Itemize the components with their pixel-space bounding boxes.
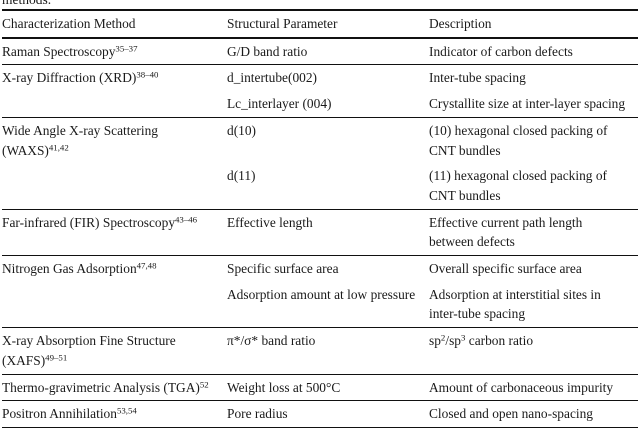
cell-structural-parameter: d_intertube(002) xyxy=(227,64,429,92)
reference-superscript: 52 xyxy=(199,378,209,389)
cell-structural-parameter: d(11) xyxy=(227,168,256,184)
cell-description: Effective current path length between de… xyxy=(429,208,638,256)
table-header: Characterization Method Structural Param… xyxy=(2,9,638,38)
cell-characterization-method: X-ray Absorption Fine Structure (XAFS)49… xyxy=(2,327,227,375)
cell-description: Adsorption at interstitial sites in inte… xyxy=(429,286,601,322)
cell-characterization-method: X-ray Diffraction (XRD)38–40 xyxy=(2,64,227,118)
cell-description: Inter-tube spacing xyxy=(429,64,638,92)
cell-description: Closed and open nano-spacing xyxy=(429,400,638,428)
cell-structural-parameter: Specific surface area xyxy=(227,255,429,282)
cell-structural-parameter: G/D band ratio xyxy=(227,43,308,59)
column-header-description: Description xyxy=(429,9,638,38)
reference-superscript: 35–37 xyxy=(115,43,138,54)
cell-description: Indicator of carbon defects xyxy=(429,43,573,59)
table-row: Adsorption amount at low pressure Adsorpt… xyxy=(2,282,638,328)
cell-structural-parameter: π*/σ* band ratio xyxy=(227,327,429,375)
reference-superscript: 53,54 xyxy=(116,405,137,416)
characterization-methods-table: Characterization Method Structural Param… xyxy=(2,9,638,428)
cell-description: Crystallite size at inter-layer spacing xyxy=(429,96,626,112)
table-row: Lc_interlayer (004) Crystallite size at i… xyxy=(2,91,638,117)
table-row: X-ray Absorption Fine Structure (XAFS)49… xyxy=(2,327,638,375)
cell-description: Overall specific surface area xyxy=(429,255,638,282)
reference-superscript: 41,42 xyxy=(48,141,69,152)
cell-characterization-method: Far-infrared (FIR) Spectroscopy43–46 xyxy=(2,208,227,256)
cell-characterization-method: Positron Annihilation53,54 xyxy=(2,400,227,428)
table-bottom-rule xyxy=(2,427,638,428)
cell-characterization-method: Nitrogen Gas Adsorption47,48 xyxy=(2,255,227,328)
reference-superscript: 43–46 xyxy=(175,214,198,225)
caption-fragment: methods. xyxy=(2,0,638,9)
exponent: 2 xyxy=(440,332,446,343)
cell-structural-parameter: Effective length xyxy=(227,208,429,256)
cell-structural-parameter: Weight loss at 500°C xyxy=(227,373,429,401)
cell-description: (10) hexagonal closed packing of CNT bun… xyxy=(429,116,638,164)
cell-characterization-method: Thermo-gravimetric Analysis (TGA)52 xyxy=(2,373,227,401)
reference-superscript: 38–40 xyxy=(136,69,159,80)
table-row: Raman Spectroscopy35–37 G/D band ratio Ind… xyxy=(2,39,638,65)
table-row: d(11) (11) hexagonal closed packing of CN… xyxy=(2,163,638,209)
cell-structural-parameter: Adsorption amount at low pressure xyxy=(227,286,416,302)
cell-structural-parameter: Lc_interlayer (004) xyxy=(227,96,332,112)
cell-characterization-method: Raman Spectroscopy35–37 xyxy=(2,43,138,59)
cell-structural-parameter: d(10) xyxy=(227,116,429,164)
reference-superscript: 49–51 xyxy=(45,352,68,363)
rule xyxy=(2,427,638,428)
table-header-row: Characterization Method Structural Param… xyxy=(2,9,638,38)
table-body: Raman Spectroscopy35–37 G/D band ratio Ind… xyxy=(2,36,638,428)
cell-characterization-method: Wide Angle X-ray Scattering (WAXS)41,42 xyxy=(2,116,227,210)
cell-structural-parameter: Pore radius xyxy=(227,400,429,428)
column-header-characterization-method: Characterization Method xyxy=(2,9,227,38)
exponent: 3 xyxy=(460,332,466,343)
reference-superscript: 47,48 xyxy=(136,260,157,271)
column-header-structural-parameter: Structural Parameter xyxy=(227,9,429,38)
cell-description: (11) hexagonal closed packing of CNT bun… xyxy=(429,168,607,203)
cell-description: Amount of carbonaceous impurity xyxy=(429,373,638,401)
cell-description: sp2/sp3 carbon ratio xyxy=(429,327,638,375)
